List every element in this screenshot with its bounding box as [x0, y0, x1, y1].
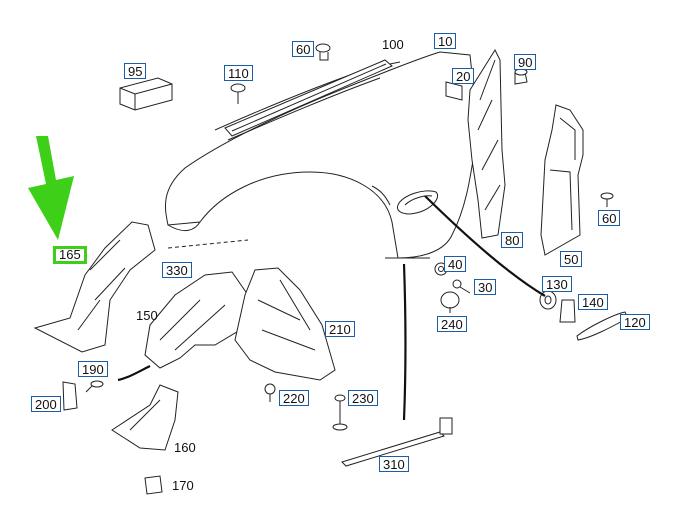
lower-shield-160[interactable]: [111, 384, 179, 451]
callout-240[interactable]: 240: [437, 316, 467, 332]
callout-95[interactable]: 95: [124, 63, 147, 79]
fender-trim-strip[interactable]: [224, 59, 393, 137]
callout-130[interactable]: 130: [542, 276, 572, 292]
grommet-240[interactable]: [440, 291, 460, 313]
callout-100[interactable]: 100: [382, 37, 404, 52]
mounting-bracket-part[interactable]: [445, 48, 506, 239]
leader-line-lamp: [424, 195, 546, 297]
fender-part[interactable]: [165, 51, 479, 259]
clip-60-top[interactable]: [315, 43, 331, 61]
callout-30[interactable]: 30: [474, 279, 497, 295]
callout-310[interactable]: 310: [379, 456, 409, 472]
clip-90[interactable]: [514, 68, 528, 85]
turn-signal-lamp[interactable]: [397, 190, 438, 215]
callout-190[interactable]: 190: [78, 361, 108, 377]
screw-60-right[interactable]: [600, 192, 614, 207]
trim-strip-120[interactable]: [576, 311, 627, 341]
callout-60-top[interactable]: 60: [292, 41, 315, 57]
callout-40[interactable]: 40: [444, 256, 467, 272]
bolt-230[interactable]: [332, 394, 348, 431]
callout-160[interactable]: 160: [174, 440, 196, 455]
callout-200[interactable]: 200: [31, 396, 61, 412]
screw-190[interactable]: [85, 380, 104, 393]
callout-60-right[interactable]: 60: [598, 210, 621, 226]
callout-140[interactable]: 140: [578, 294, 608, 310]
clip-200[interactable]: [62, 381, 78, 411]
callout-230[interactable]: 230: [348, 390, 378, 406]
callout-220[interactable]: 220: [279, 390, 309, 406]
callout-10[interactable]: 10: [434, 33, 457, 49]
highlight-arrow-icon: [28, 136, 74, 240]
cable-310[interactable]: [341, 417, 453, 467]
leader-line-shield: [117, 365, 151, 382]
wheel-arch-liner-210[interactable]: [234, 267, 336, 381]
screw-220[interactable]: [264, 383, 276, 402]
screw-110[interactable]: [230, 83, 246, 104]
callout-120[interactable]: 120: [620, 314, 650, 330]
clip-170[interactable]: [144, 475, 163, 495]
seal-strip-330[interactable]: [167, 239, 249, 249]
callout-170[interactable]: 170: [172, 478, 194, 493]
leader-line-cable: [402, 263, 407, 421]
wheel-arch-liner-150[interactable]: [144, 271, 249, 369]
callout-90[interactable]: 90: [514, 54, 537, 70]
callout-50[interactable]: 50: [560, 251, 583, 267]
side-panel-part[interactable]: [540, 104, 584, 256]
callout-150[interactable]: 150: [136, 308, 158, 323]
clip-140[interactable]: [559, 299, 576, 323]
callout-165[interactable]: 165: [53, 246, 87, 264]
wheel-arch-liner-165[interactable]: [33, 221, 156, 353]
foam-block-part[interactable]: [119, 77, 173, 111]
callout-330[interactable]: 330: [162, 262, 192, 278]
callout-210[interactable]: 210: [325, 321, 355, 337]
callout-20[interactable]: 20: [452, 68, 475, 84]
screw-30[interactable]: [452, 279, 471, 294]
callout-110[interactable]: 110: [224, 65, 253, 81]
callout-80[interactable]: 80: [501, 232, 524, 248]
